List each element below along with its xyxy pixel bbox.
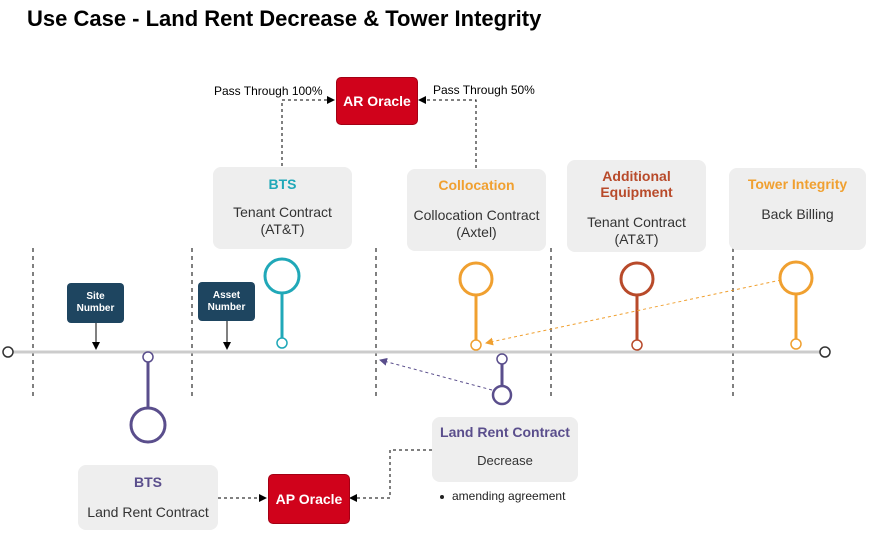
additional-equipment-card: Additional Equipment Tenant Contract (AT… — [567, 160, 706, 252]
tower-to-collocation-connector — [485, 279, 782, 346]
ap-oracle-box: AP Oracle — [268, 474, 350, 524]
bullet-dot — [440, 494, 444, 499]
additional-pin-foot — [631, 339, 643, 351]
site-number-tag: Site Number — [67, 283, 124, 323]
bts-land-rent-card: BTS Land Rent Contract — [78, 465, 218, 530]
bts-pin-head — [263, 257, 301, 295]
asset-number-label: Asset Number — [207, 289, 246, 313]
land-rent-contract-heading: Land Rent Contract — [440, 424, 570, 440]
collocation-pin-foot — [470, 339, 482, 351]
tower-pin-foot — [790, 338, 802, 350]
site-number-label: Site Number — [76, 291, 115, 314]
additional-equipment-heading: Additional Equipment — [600, 168, 673, 200]
additional-pin-head — [619, 261, 655, 297]
collocation-to-ar-connector — [418, 96, 477, 168]
amending-agreement-text: amending agreement — [452, 489, 566, 503]
bts-to-ar-connector — [281, 96, 335, 166]
land-rent-contract-card: Land Rent Contract Decrease — [432, 417, 578, 482]
collocation-body: Collocation Contract (Axtel) — [413, 207, 540, 240]
pass-through-50-label: Pass Through 50% — [433, 83, 535, 97]
land-decrease-pin-foot — [496, 353, 508, 365]
bts-land-rent-body: Land Rent Contract — [87, 504, 209, 520]
tower-integrity-heading: Tower Integrity — [747, 176, 848, 192]
additional-equipment-body: Tenant Contract (AT&T) — [587, 214, 686, 247]
decrease-to-timeline-connector — [379, 357, 493, 391]
land-decrease-pin-head — [491, 384, 513, 406]
collocation-heading: Collocation — [438, 177, 515, 193]
ap-oracle-label: AP Oracle — [275, 491, 343, 507]
bts-tenant-card: BTS Tenant Contract (AT&T) — [213, 167, 352, 249]
tower-integrity-card: Tower Integrity Back Billing — [729, 168, 866, 250]
page-title: Use Case - Land Rent Decrease & Tower In… — [27, 6, 542, 31]
collocation-pin-head — [458, 261, 494, 297]
bts-tenant-body: Tenant Contract (AT&T) — [233, 204, 332, 237]
land-bts-pin-foot — [142, 351, 154, 363]
bts-tenant-heading: BTS — [268, 176, 297, 192]
collocation-card: Collocation Collocation Contract (Axtel) — [407, 169, 546, 251]
tower-pin-head — [778, 260, 814, 296]
ar-oracle-label: AR Oracle — [343, 93, 411, 109]
timeline-start — [2, 346, 14, 358]
tower-integrity-body: Back Billing — [761, 206, 834, 222]
ar-oracle-box: AR Oracle — [336, 77, 418, 125]
asset-number-tag: Asset Number — [198, 282, 255, 321]
pass-through-100-label: Pass Through 100% — [214, 84, 323, 98]
landrent-to-ap-connector — [349, 449, 432, 502]
land-bts-pin-head — [129, 406, 167, 444]
amending-agreement-note: amending agreement — [440, 489, 565, 503]
bts-pin-foot — [276, 337, 288, 349]
timeline-end — [819, 346, 831, 358]
bts-land-rent-heading: BTS — [134, 474, 162, 490]
land-rent-contract-body: Decrease — [477, 453, 533, 468]
